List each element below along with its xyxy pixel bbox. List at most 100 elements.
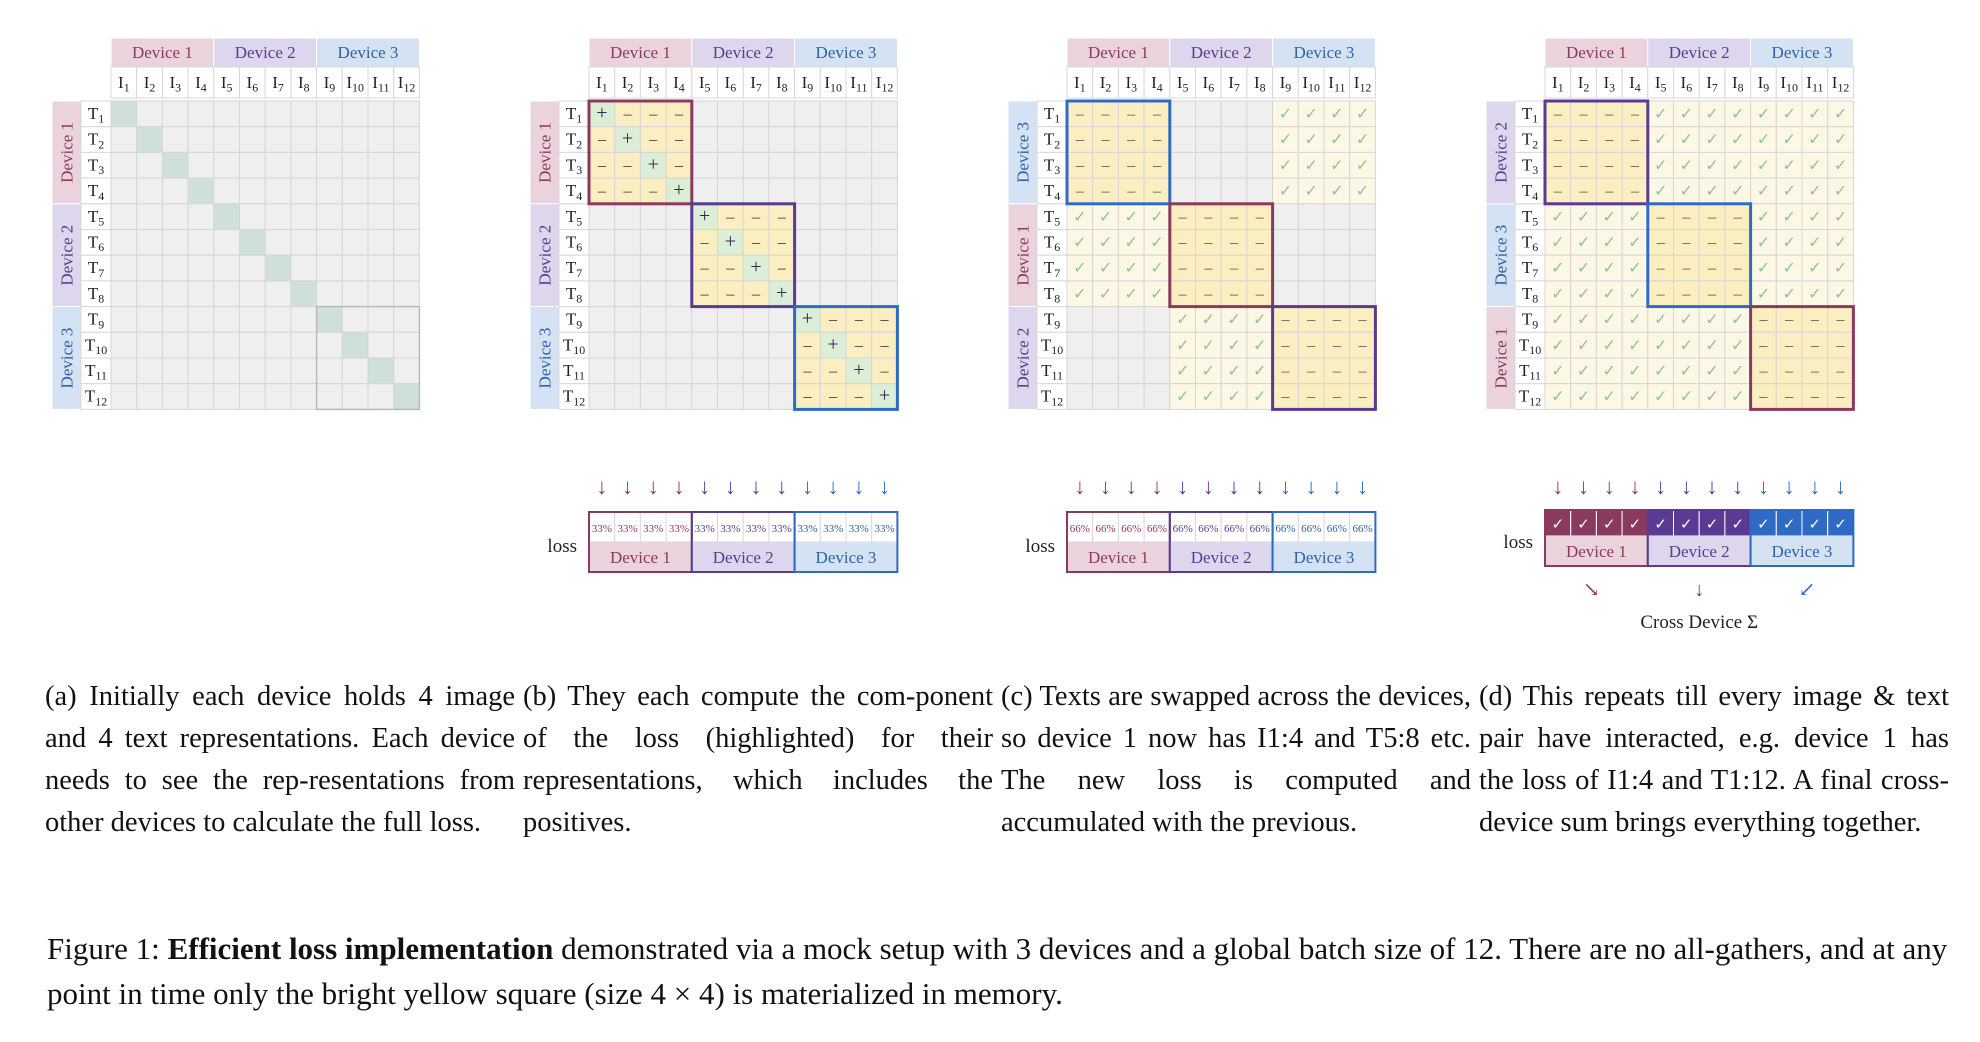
matrix-cell [614,203,641,231]
check-mark: ✓ [1808,183,1821,200]
matrix-cell [1297,229,1325,256]
matrix-cell [136,383,163,410]
loss-cell [1724,509,1752,537]
negative-mark: – [1332,363,1342,380]
check-mark: ✓ [1757,235,1770,252]
label-letter: T [1522,181,1533,200]
image-label-cell [1349,66,1376,99]
negative-mark: – [1280,363,1290,380]
label-letter: T [566,310,577,329]
image-label: I7 [272,73,284,95]
loss-value: 66% [1121,523,1141,535]
figure-caption-prefix: Figure 1: [47,931,168,966]
image-label: I11 [1328,73,1345,95]
negative-mark: – [1152,157,1162,174]
label-letter: I [699,73,705,92]
negative-mark: – [1784,312,1794,329]
matrix-cell [819,151,847,179]
negative-mark: – [1126,157,1136,174]
matrix-cell [213,254,241,282]
matrix-cell [136,151,163,179]
check-mark: ✓ [1757,106,1770,123]
matrix-cell [1092,306,1119,333]
image-label: I5 [1655,73,1667,95]
label-subscript: 1 [1532,112,1538,126]
label-letter: T [563,335,574,354]
check-mark: ✓ [1202,389,1215,406]
matrix-cell [367,331,395,359]
negative-mark: – [1733,209,1743,226]
check-mark: ✓ [1654,132,1667,149]
text-label: T2 [1522,130,1538,152]
check-mark: ✓ [1603,312,1616,329]
check-mark: ✓ [1176,312,1189,329]
check-mark: ✓ [1227,363,1240,380]
matrix-cell [341,383,369,410]
negative-mark: – [1229,286,1239,303]
matrix-cell [1220,177,1248,205]
label-subscript: 8 [1532,292,1538,306]
label-letter: T [1044,258,1055,277]
column-device-header-3 [1272,37,1376,68]
matrix-cell [1195,177,1222,205]
check-mark: ✓ [1577,389,1590,406]
label-subscript: 11 [573,369,585,383]
loss-value: ✓ [1654,517,1667,533]
matrix-cell [1349,280,1376,308]
label-subscript: 7 [1532,266,1538,280]
image-label-cell [717,66,744,99]
matrix-cell [588,357,616,385]
check-mark: ✓ [1125,209,1138,226]
matrix-cell [691,177,718,205]
matrix-cell [110,151,138,179]
label-subscript: 4 [201,81,207,95]
label-letter: T [88,233,99,252]
label-subscript: 5 [1054,215,1060,229]
matrix-cell [1595,177,1623,205]
text-label-cell [558,254,590,282]
row-device-header-2 [51,203,82,308]
matrix-cell [1673,126,1700,153]
loss-cell [1801,509,1829,537]
positive-mark: + [725,231,736,253]
check-mark: ✓ [1628,389,1641,406]
check-mark: ✓ [1731,337,1744,354]
matrix-cell [341,280,369,308]
matrix-cell [1323,383,1351,410]
check-mark: ✓ [1227,389,1240,406]
image-label: I8 [776,73,788,95]
text-label-cell [80,126,112,153]
matrix-cell [393,306,420,333]
active-block-border-device-2 [690,202,797,309]
matrix-cell [161,203,189,231]
label-letter: I [1354,73,1360,92]
check-mark: ✓ [1834,209,1847,226]
check-mark: ✓ [1757,209,1770,226]
label-subscript: 5 [98,215,104,229]
arrow-down-icon: ↓ [1694,579,1704,601]
matrix-cell [393,331,420,359]
matrix-cell [316,280,343,308]
image-label-cell [1220,66,1248,99]
negative-mark: – [1758,363,1768,380]
label-subscript: 4 [98,189,104,203]
loss-value: 33% [797,523,817,535]
loss-value: 66% [1275,523,1295,535]
negative-mark: – [1178,286,1188,303]
image-label-cell [768,66,796,99]
text-label: T4 [1522,181,1538,203]
matrix-cell [1297,203,1325,231]
column-device-header-1 [110,37,215,68]
matrix-cell [1349,306,1376,333]
label-letter: T [85,387,96,406]
negative-mark: – [623,106,633,123]
positive-mark: + [853,359,864,381]
text-label-cell [1514,100,1546,128]
check-mark: ✓ [1577,209,1590,226]
matrix-cell [1092,126,1119,153]
matrix-cell [717,254,744,282]
check-mark: ✓ [1551,209,1564,226]
matrix-cell [1349,254,1376,282]
matrix-cell [239,306,266,333]
label-letter: I [876,73,882,92]
